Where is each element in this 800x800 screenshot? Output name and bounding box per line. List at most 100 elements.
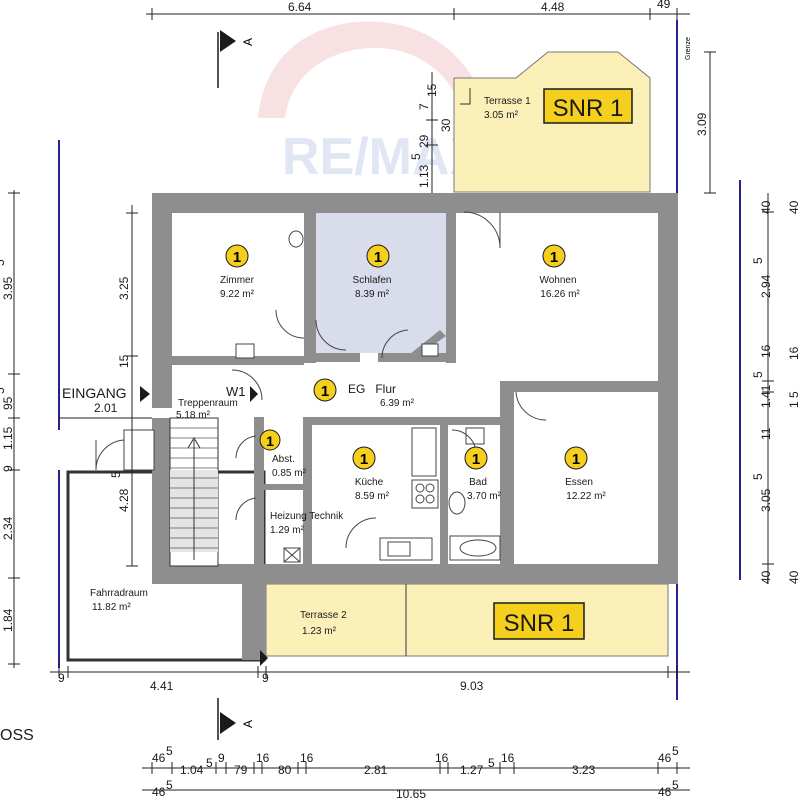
svg-text:Heizung Technik: Heizung Technik — [270, 511, 344, 522]
svg-text:SNR 1: SNR 1 — [504, 610, 575, 637]
svg-text:1: 1 — [233, 249, 241, 266]
boundary-label: Grenze — [685, 37, 692, 60]
svg-text:1.29 m²: 1.29 m² — [270, 525, 305, 536]
dim-lower-441: 4.41 — [150, 679, 174, 693]
room-label-terrasse-2: Terrasse 2 1.23 m² — [300, 610, 347, 637]
exterior-walls — [152, 193, 678, 660]
dim-partial-2: 1 5 — [787, 391, 800, 408]
svg-text:Essen: Essen — [565, 477, 593, 488]
dim-top-2: 4.48 — [541, 0, 565, 14]
svg-text:16.26 m²: 16.26 m² — [540, 289, 580, 300]
dim-right-141-sup: 5 — [751, 371, 765, 378]
bdim-11: 1.27 — [460, 763, 484, 777]
staircase — [169, 417, 219, 567]
dim-inner-428: 4.28 — [117, 488, 131, 512]
w1-bottom-arrow-icon — [260, 650, 268, 666]
dim-terrace-30: 30 — [439, 118, 453, 132]
room-label-schlafen: 1 Schlafen 8.39 m² — [353, 244, 391, 300]
snr-badge-top: SNR 1 — [543, 88, 633, 124]
dim-terrace-15: 15 — [425, 83, 439, 97]
room-label-treppenraum: Treppenraum 5.18 m² — [176, 398, 238, 421]
svg-text:1: 1 — [360, 451, 368, 468]
dim-partial-9: 40 — [787, 570, 800, 584]
dim-left-9: 9 — [1, 465, 15, 472]
btot-4: 5 — [672, 778, 679, 792]
bdim-14: 3.23 — [572, 763, 596, 777]
room-label-wohnen: 1 Wohnen 16.26 m² — [539, 244, 580, 300]
bdim-5: 79 — [234, 763, 248, 777]
bdim-6: 16 — [256, 751, 270, 765]
essen-room — [514, 392, 658, 564]
svg-text:Terrasse 1: Terrasse 1 — [484, 96, 531, 107]
room-label-zimmer: 1 Zimmer 9.22 m² — [220, 244, 255, 300]
section-marker-top: A — [217, 30, 255, 88]
svg-text:Terrasse 2: Terrasse 2 — [300, 610, 347, 621]
bdim-8: 16 — [300, 751, 314, 765]
dim-inner-15: 15 — [117, 354, 131, 368]
bdim-9: 2.81 — [364, 763, 388, 777]
kueche-room — [312, 425, 440, 564]
room-label-fahrradraum: Fahrradraum 11.82 m² — [90, 588, 148, 613]
bdim-12: 5 — [488, 756, 495, 770]
svg-text:11.82 m²: 11.82 m² — [92, 602, 131, 613]
svg-text:Zimmer: Zimmer — [220, 275, 255, 286]
boundary-lines — [58, 20, 741, 700]
svg-text:1: 1 — [321, 383, 329, 400]
dim-right-40b: 40 — [759, 570, 773, 584]
dim-terrace-5: 5 — [409, 153, 423, 160]
bdim-1: 5 — [166, 744, 173, 758]
dim-right-305-sup: 5 — [751, 473, 765, 480]
dim-left-395: 3.95 — [1, 276, 15, 300]
svg-text:SNR 1: SNR 1 — [553, 95, 624, 122]
flur-room — [262, 365, 500, 417]
room-label-kueche: 1 Küche 8.59 m² — [352, 446, 390, 502]
svg-text:8.39 m²: 8.39 m² — [355, 289, 390, 300]
bdim-2: 1.04 — [180, 763, 204, 777]
bdim-10: 16 — [435, 751, 449, 765]
dim-right-16: 16 — [759, 344, 773, 358]
svg-text:1: 1 — [572, 451, 580, 468]
dim-right-294-sup: 5 — [751, 257, 765, 264]
dim-right-294: 2.94 — [759, 274, 773, 298]
dim-right-11: 11 — [759, 427, 773, 440]
room-label-flur: 1 EG Flur 6.39 m² — [313, 378, 415, 409]
section-marker-bottom: A — [217, 698, 255, 740]
svg-text:1.23 m²: 1.23 m² — [302, 626, 337, 637]
svg-text:1: 1 — [266, 433, 274, 449]
svg-text:A: A — [241, 38, 255, 46]
bdim-4: 9 — [218, 751, 225, 765]
svg-text:1: 1 — [472, 451, 480, 468]
svg-text:Abst.: Abst. — [272, 454, 295, 465]
btot-2: 10.65 — [396, 787, 426, 800]
svg-text:1: 1 — [550, 249, 558, 266]
remax-watermark: RE/MAX — [258, 21, 490, 186]
dim-terrace-113: 1.13 — [417, 164, 431, 188]
bdim-3: 5 — [206, 756, 213, 770]
dim-top-1: 6.64 — [288, 0, 312, 14]
bdim-15: 46 — [658, 751, 672, 765]
dim-right-141: 1.41 — [759, 384, 773, 408]
room-label-essen: 1 Essen 12.22 m² — [564, 446, 606, 502]
dim-left-395-sup: 5 — [0, 259, 7, 266]
room-label-heizung: Heizung Technik 1.29 m² — [270, 511, 344, 536]
dim-lower-903: 9.03 — [460, 679, 484, 693]
zimmer-room — [172, 213, 304, 358]
window-arrow-icon — [250, 386, 258, 402]
dimension-lines — [8, 8, 774, 791]
bdim-7: 80 — [278, 763, 292, 777]
room-label-bad: 1 Bad 3.70 m² — [464, 446, 502, 502]
svg-text:Wohnen: Wohnen — [539, 275, 576, 286]
svg-text:12.22 m²: 12.22 m² — [566, 491, 606, 502]
dim-partial-1: 16 — [787, 346, 800, 360]
dim-inner-325: 3.25 — [117, 276, 131, 300]
dim-right-outer: 3.09 — [695, 112, 709, 136]
svg-text:3.70 m²: 3.70 m² — [467, 491, 502, 502]
svg-text:Bad: Bad — [469, 477, 487, 488]
dim-left-184: 1.84 — [1, 608, 15, 632]
fixtures — [235, 230, 501, 563]
snr-badge-bottom: SNR 1 — [493, 602, 585, 640]
entrance-arrow-icon — [140, 386, 150, 402]
dim-left-234: 2.34 — [1, 516, 15, 540]
svg-text:Treppenraum: Treppenraum — [178, 398, 238, 409]
